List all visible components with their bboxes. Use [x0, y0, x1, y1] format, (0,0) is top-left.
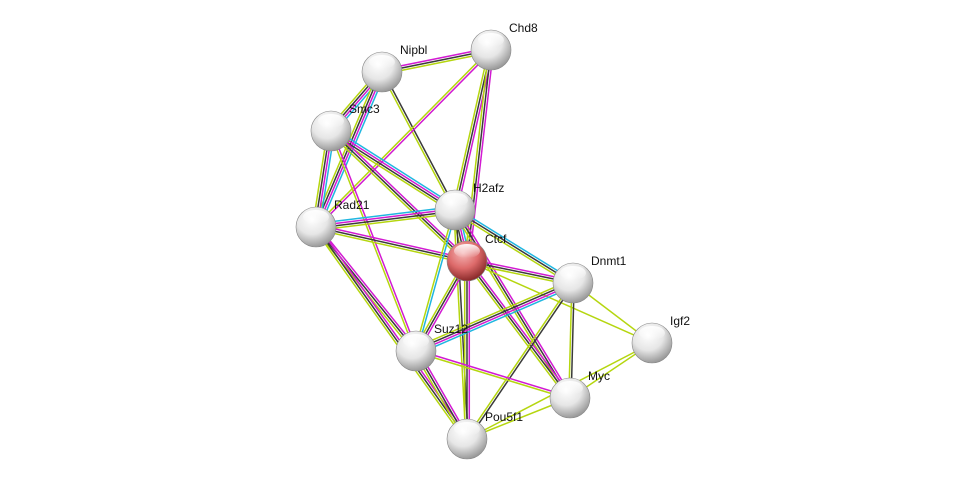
edge-evidence-line [328, 132, 466, 264]
edge-evidence-line [316, 50, 493, 229]
node-smc3[interactable]: Smc3 [310, 102, 380, 152]
edge-evidence-line [315, 208, 455, 227]
node-highlight [557, 381, 583, 395]
node-highlight [560, 266, 586, 280]
edge-evidence-line [382, 71, 457, 210]
edge-evidence-line [414, 209, 455, 351]
edge-evidence-line [452, 210, 569, 400]
edge-evidence-line [468, 50, 495, 262]
node-label: Dnmt1 [591, 254, 627, 268]
edge-dnmt1-pou5f1[interactable] [465, 281, 575, 441]
node-nipbl[interactable]: Nipbl [361, 43, 427, 93]
node-label: Nipbl [400, 43, 427, 57]
edge-evidence-line [316, 210, 456, 229]
edge-evidence-line [313, 227, 466, 441]
edge-evidence-line [380, 72, 455, 211]
node-label: H2afz [473, 181, 504, 195]
node-rad21[interactable]: Rad21 [295, 198, 370, 248]
edge-evidence-line [453, 211, 573, 286]
edge-evidence-line [314, 71, 382, 227]
node-highlight [478, 33, 504, 47]
edge-smc3-suz12[interactable] [329, 130, 418, 352]
node-igf2[interactable]: Igf2 [631, 314, 690, 364]
node-label: Smc3 [349, 102, 380, 116]
edge-nipbl-h2afz[interactable] [380, 71, 457, 211]
node-ctcf[interactable]: Ctcf [446, 232, 507, 282]
node-pou5f1[interactable]: Pou5f1 [446, 410, 523, 460]
edge-evidence-line [315, 205, 455, 225]
node-label: Rad21 [334, 198, 370, 212]
edge-evidence-line [456, 208, 573, 398]
edge-evidence-line [415, 351, 570, 400]
node-label: Pou5f1 [485, 410, 523, 424]
node-label: Ctcf [485, 232, 507, 246]
node-label: Suz12 [434, 322, 468, 336]
edge-ctcf-myc[interactable] [464, 259, 573, 400]
edge-evidence-line [465, 281, 573, 439]
edge-evidence-line [330, 130, 468, 262]
edge-chd8-ctcf[interactable] [463, 49, 495, 262]
edge-h2afz-suz12[interactable] [414, 209, 457, 352]
edge-evidence-line [416, 210, 457, 352]
node-highlight [454, 244, 480, 258]
node-highlight [303, 210, 329, 224]
edge-evidence-line [315, 226, 468, 440]
edge-evidence-line [317, 225, 419, 351]
node-highlight [442, 193, 468, 207]
edge-evidence-line [452, 49, 490, 210]
edge-evidence-line [417, 285, 575, 355]
node-highlight [369, 55, 395, 69]
edge-evidence-line [415, 281, 573, 351]
edge-evidence-line [454, 209, 574, 284]
edge-evidence-line [466, 49, 492, 262]
node-highlight [454, 422, 480, 436]
edge-chd8-rad21[interactable] [314, 48, 493, 229]
node-label: Myc [588, 369, 610, 383]
edge-evidence-line [455, 207, 575, 282]
node-highlight [318, 114, 344, 128]
edge-evidence-line [466, 260, 571, 399]
edge-h2afz-dnmt1[interactable] [453, 207, 575, 286]
node-h2afz[interactable]: H2afz [434, 181, 504, 231]
edge-evidence-line [331, 129, 457, 210]
node-label: Igf2 [670, 314, 690, 328]
edge-evidence-line [416, 283, 574, 353]
edge-evidence-line [328, 133, 454, 214]
edge-evidence-line [467, 283, 575, 441]
edge-evidence-line [316, 212, 456, 232]
edge-rad21-h2afz[interactable] [315, 205, 456, 232]
node-highlight [403, 334, 429, 348]
edge-evidence-line [332, 127, 458, 208]
edge-ctcf-pou5f1[interactable] [463, 261, 471, 439]
edge-evidence-line [464, 261, 569, 400]
edge-dnmt1-suz12[interactable] [414, 279, 575, 355]
node-myc[interactable]: Myc [549, 369, 610, 419]
node-highlight [639, 326, 665, 340]
node-chd8[interactable]: Chd8 [470, 21, 538, 71]
edge-evidence-line [454, 209, 571, 399]
node-suz12[interactable]: Suz12 [395, 322, 468, 372]
edge-smc3-h2afz[interactable] [328, 127, 458, 214]
node-dnmt1[interactable]: Dnmt1 [552, 254, 627, 304]
edge-evidence-line [414, 279, 572, 349]
edge-evidence-line [416, 349, 571, 398]
edge-evidence-line [329, 131, 455, 212]
node-label: Chd8 [509, 21, 538, 35]
edge-evidence-line [468, 259, 573, 398]
edge-evidence-line [314, 48, 491, 227]
edge-suz12-myc[interactable] [415, 349, 571, 400]
edge-evidence-line [463, 49, 490, 261]
